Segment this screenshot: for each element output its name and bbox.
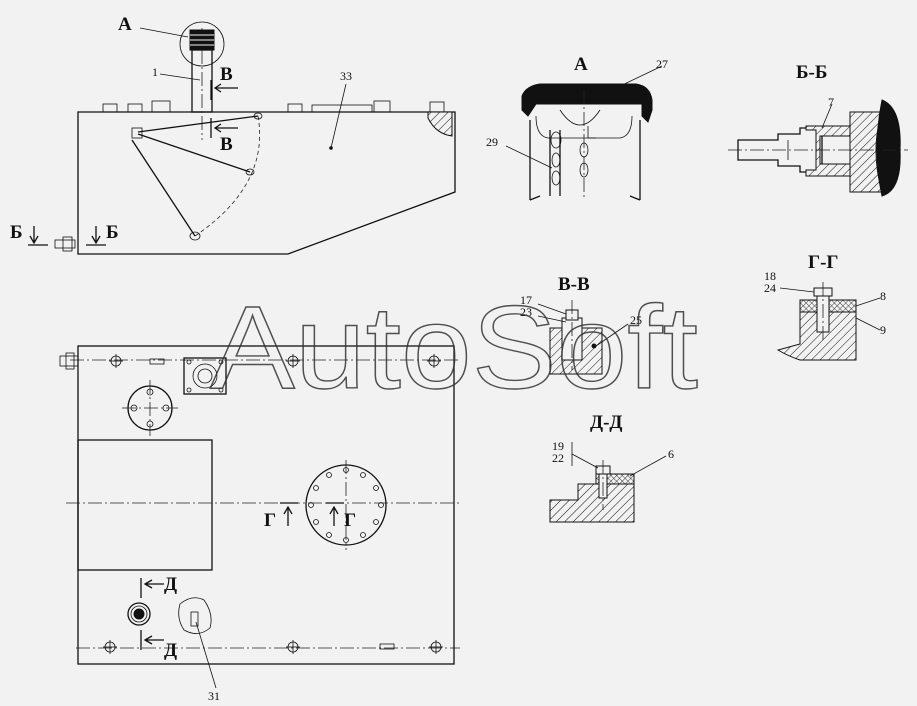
section-VV-view: В-В 17 23 25 xyxy=(520,274,642,375)
section-label-V: В xyxy=(220,134,233,155)
callout-33: 33 xyxy=(340,69,352,83)
view-label-A: А xyxy=(118,14,132,35)
section-label-D: Д xyxy=(164,640,177,661)
top-fitting xyxy=(151,100,171,113)
detail-A-view: А 27 29 xyxy=(486,54,668,201)
callout-29: 29 xyxy=(486,135,498,149)
filler-cap-section xyxy=(521,83,653,123)
section-GG-view: Г-Г 18 24 8 9 xyxy=(764,252,886,361)
callout-27: 27 xyxy=(656,57,668,71)
sender-pivot xyxy=(131,127,143,139)
top-fitting xyxy=(127,103,143,113)
large-flange xyxy=(305,460,387,550)
watermark: AutoSoft xyxy=(210,282,698,414)
bolt-hole xyxy=(286,354,300,368)
section-label-G: Г xyxy=(344,510,356,531)
callout-8: 8 xyxy=(880,289,886,303)
callout-18: 18 xyxy=(764,269,776,283)
bolt-hole xyxy=(286,640,300,654)
top-fitting xyxy=(102,103,118,113)
tank-body-outline xyxy=(77,111,456,255)
section-GG-title: Г-Г xyxy=(808,252,839,273)
section-label-V: В xyxy=(220,64,233,85)
detail-A-title: А xyxy=(574,54,588,75)
bolt-hole xyxy=(103,640,117,654)
top-fitting xyxy=(373,100,391,113)
section-BB-title: Б-Б xyxy=(796,62,827,83)
callout-6: 6 xyxy=(668,447,674,461)
section-label-B: Б xyxy=(10,222,23,243)
callout-24: 24 xyxy=(764,281,776,295)
callout-1: 1 xyxy=(152,65,158,79)
detail-A-circle xyxy=(179,21,225,67)
top-fitting xyxy=(287,103,303,113)
callout-31: 31 xyxy=(208,689,220,703)
section-DD-view: Д-Д 19 22 6 xyxy=(549,412,674,523)
callout-7: 7 xyxy=(828,95,834,109)
callout-19: 19 xyxy=(552,439,564,453)
square-flange xyxy=(183,357,227,395)
bolt-hole xyxy=(109,354,123,368)
callout-23: 23 xyxy=(520,305,532,319)
callout-17: 17 xyxy=(520,293,532,307)
section-BB-view: Б-Б 7 xyxy=(728,62,908,197)
section-label-D: Д xyxy=(164,574,177,595)
section-DD-title: Д-Д xyxy=(590,412,622,433)
top-fitting xyxy=(429,101,445,113)
plan-inner-rect xyxy=(77,439,213,571)
top-flange xyxy=(311,104,373,113)
tank-plan-view: Г Г 31 Д Д xyxy=(59,345,460,703)
section-label-G: Г xyxy=(264,510,276,531)
drain-plug xyxy=(127,602,151,626)
bolt-hole xyxy=(427,354,441,368)
callout-9: 9 xyxy=(880,323,886,337)
callout-22: 22 xyxy=(552,451,564,465)
bolt-hole xyxy=(429,640,443,654)
section-VV-title: В-В xyxy=(558,274,590,295)
tank-side-view: А В В Б Б 1 33 xyxy=(10,14,456,255)
section-label-B: Б xyxy=(106,222,119,243)
corner-section xyxy=(427,111,453,137)
callout-25: 25 xyxy=(630,313,642,327)
